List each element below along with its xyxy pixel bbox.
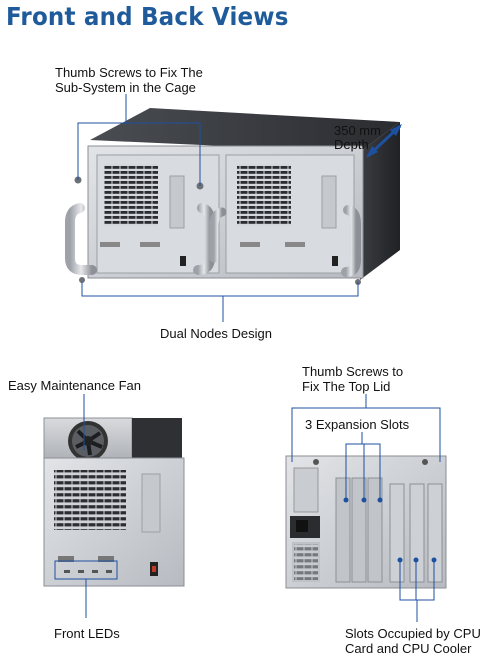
caption-slots-occupied: Slots Occupied by CPU Card and CPU Coole… bbox=[345, 626, 481, 656]
caption-dual-nodes: Dual Nodes Design bbox=[160, 326, 273, 341]
caption-thumb-screws-lid: Thumb Screws to Fix The Top Lid bbox=[302, 364, 404, 394]
callout-lines-fan bbox=[54, 394, 118, 618]
callout-dots bbox=[343, 497, 437, 563]
page-title: Front and Back Views bbox=[6, 2, 289, 31]
callout-lines-top bbox=[77, 94, 359, 322]
caption-front-leds: Front LEDs bbox=[54, 626, 120, 641]
caption-depth: 350 mm Depth bbox=[334, 123, 381, 152]
callout-lines-rear bbox=[291, 394, 441, 622]
rear-panel bbox=[285, 455, 447, 589]
front-panel-with-fan bbox=[43, 417, 185, 587]
caption-easy-fan: Easy Maintenance Fan bbox=[8, 378, 141, 393]
caption-expansion-slots: 3 Expansion Slots bbox=[305, 417, 410, 432]
depth-arrow bbox=[366, 124, 402, 158]
dual-node-chassis bbox=[65, 108, 400, 285]
caption-thumb-screws-cage: Thumb Screws to Fix The Sub-System in th… bbox=[55, 65, 203, 95]
